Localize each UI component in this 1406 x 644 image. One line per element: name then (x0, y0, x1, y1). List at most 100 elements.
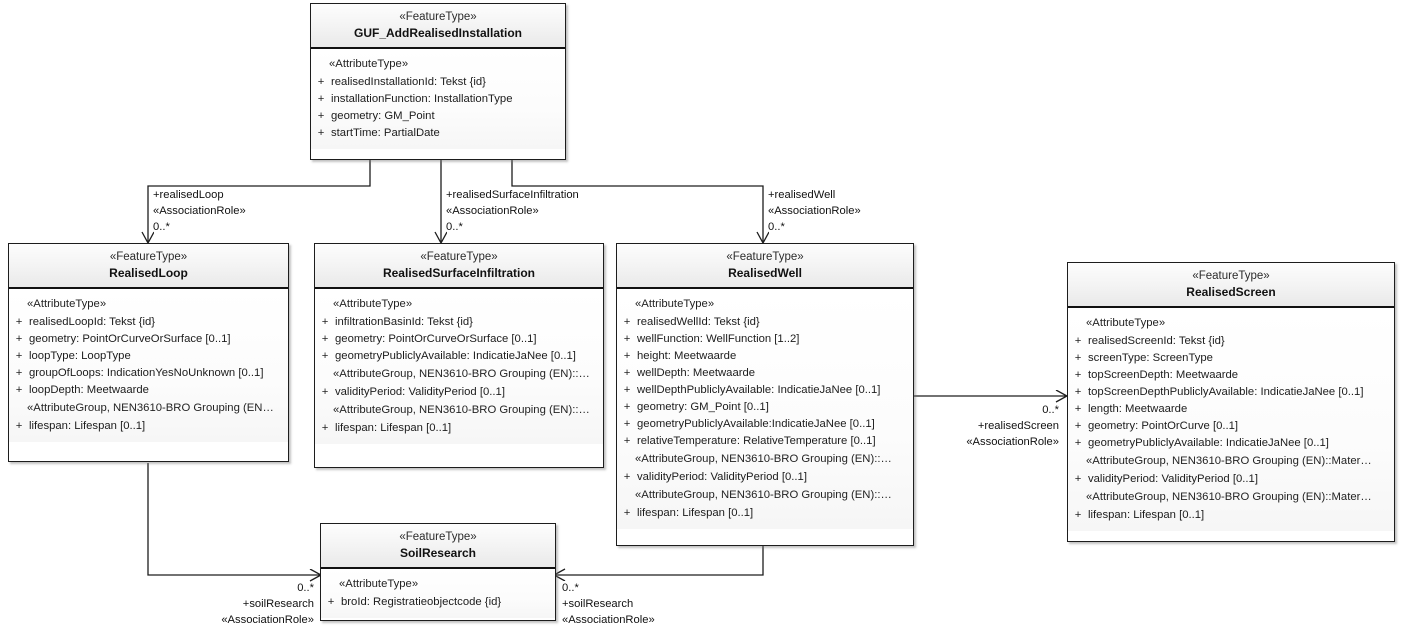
visibility-marker: + (623, 367, 631, 379)
attribute-row: + topScreenDepth: Meetwaarde (1068, 367, 1394, 384)
class-realisedwell[interactable]: «FeatureType» RealisedWell «AttributeTyp… (616, 243, 914, 546)
assoc-stereotype: «AssociationRole» (966, 436, 1059, 448)
connector-soil-research-loop (147, 463, 320, 575)
attribute-text: geometryPubliclyAvailable:IndicatieJaNee… (637, 418, 875, 430)
visibility-marker: + (623, 471, 631, 483)
visibility-marker: + (1074, 437, 1082, 449)
attribute-row: + realisedInstallationId: Tekst {id} (311, 74, 565, 91)
visibility-marker: + (15, 384, 23, 396)
attribute-text: screenType: ScreenType (1088, 352, 1213, 364)
class-stereotype: «FeatureType» (109, 251, 188, 263)
visibility-marker: + (623, 507, 631, 519)
class-body: «AttributeType» + realisedWellId: Tekst … (617, 289, 913, 529)
attribute-row: + validityPeriod: ValidityPeriod [0..1] (1068, 471, 1394, 488)
class-realisedloop[interactable]: «FeatureType» RealisedLoop «AttributeTyp… (8, 243, 289, 462)
visibility-marker: + (15, 350, 23, 362)
class-header: «FeatureType» SoilResearch (321, 524, 555, 569)
attribute-group-label: «AttributeGroup, NEN3610-BRO Grouping (E… (635, 453, 892, 465)
class-header: «FeatureType» RealisedLoop (9, 244, 288, 289)
attribute-row: + realisedLoopId: Tekst {id} (9, 314, 288, 331)
attribute-row: + installationFunction: InstallationType (311, 91, 565, 108)
attribute-row: + loopType: LoopType (9, 348, 288, 365)
class-name: RealisedSurfaceInfiltration (382, 266, 536, 280)
attribute-text: validityPeriod: ValidityPeriod [0..1] (637, 471, 807, 483)
attribute-row: + wellDepth: Meetwaarde (617, 365, 913, 382)
attribute-group-label: «AttributeType» (27, 298, 107, 310)
attribute-row: + loopDepth: Meetwaarde (9, 382, 288, 399)
class-stereotype: «FeatureType» (1192, 270, 1270, 282)
assoc-multiplicity: 0..* (768, 221, 785, 233)
attribute-row: + wellDepthPubliclyAvailable: IndicatieJ… (617, 382, 913, 399)
attribute-text: geometry: PointOrCurve [0..1] (1088, 420, 1239, 432)
visibility-marker: + (317, 93, 325, 105)
attribute-row: + topScreenDepthPubliclyAvailable: Indic… (1068, 384, 1394, 401)
assoc-stereotype: «AssociationRole» (221, 614, 314, 626)
visibility-marker: + (321, 386, 329, 398)
attribute-text: lifespan: Lifespan [0..1] (29, 420, 146, 432)
class-body: «AttributeType» + infiltrationBasinId: T… (315, 289, 603, 444)
attribute-text: realisedInstallationId: Tekst {id} (331, 76, 486, 88)
assoc-label-realised-screen: 0..* +realisedScreen «AssociationRole» (916, 402, 1059, 450)
attribute-text: installationFunction: InstallationType (331, 93, 513, 105)
assoc-role: +realisedLoop (153, 189, 224, 201)
visibility-marker: + (327, 596, 335, 608)
assoc-role: +realisedSurfaceInfiltration (446, 189, 579, 201)
class-realisedscreen[interactable]: «FeatureType» RealisedScreen «AttributeT… (1067, 262, 1395, 542)
attribute-group-label: «AttributeType» (333, 298, 413, 310)
attribute-row: + screenType: ScreenType (1068, 350, 1394, 367)
attribute-group-label: «AttributeGroup, NEN3610-BRO Grouping (E… (27, 402, 274, 414)
visibility-marker: + (317, 110, 325, 122)
attribute-row: + geometry: PointOrCurve [0..1] (1068, 418, 1394, 435)
attribute-row: + geometry: PointOrCurveOrSurface [0..1] (315, 331, 603, 348)
attribute-row: + relativeTemperature: RelativeTemperatu… (617, 433, 913, 450)
attribute-text: topScreenDepth: Meetwaarde (1088, 369, 1239, 381)
attribute-text: geometry: PointOrCurveOrSurface [0..1] (29, 333, 231, 345)
attribute-text: geometryPubliclyAvailable: IndicatieJaNe… (335, 350, 576, 362)
attribute-text: geometryPubliclyAvailable: IndicatieJaNe… (1088, 437, 1329, 449)
visibility-marker: + (1074, 335, 1082, 347)
class-stereotype: «FeatureType» (726, 251, 804, 263)
assoc-stereotype: «AssociationRole» (768, 205, 861, 217)
attribute-text: lifespan: Lifespan [0..1] (335, 422, 452, 434)
visibility-marker: + (1074, 420, 1082, 432)
class-realisedsurfaceinfiltration[interactable]: «FeatureType» RealisedSurfaceInfiltratio… (314, 243, 604, 468)
attribute-text: relativeTemperature: RelativeTemperature… (637, 435, 876, 447)
attribute-text: validityPeriod: ValidityPeriod [0..1] (1088, 473, 1258, 485)
class-body: «AttributeType» + realisedInstallationId… (311, 49, 565, 149)
connector-soil-research-well (555, 546, 764, 575)
attribute-text: geometry: GM_Point (331, 110, 435, 122)
attribute-row: + infiltrationBasinId: Tekst {id} (315, 314, 603, 331)
attribute-group-label: «AttributeGroup, NEN3610-BRO Grouping (E… (333, 404, 590, 416)
assoc-multiplicity: 0..* (297, 582, 314, 594)
attribute-text: realisedScreenId: Tekst {id} (1088, 335, 1225, 347)
class-body: «AttributeType» + realisedScreenId: Teks… (1068, 308, 1394, 531)
visibility-marker: + (321, 333, 329, 345)
class-guf-addrealisedinstallation[interactable]: «FeatureType» GUF_AddRealisedInstallatio… (310, 3, 566, 160)
attribute-row: + validityPeriod: ValidityPeriod [0..1] (315, 384, 603, 401)
attribute-row: + geometryPubliclyAvailable:IndicatieJaN… (617, 416, 913, 433)
attribute-text: broId: Registratieobjectcode {id} (341, 596, 502, 608)
attribute-text: height: Meetwaarde (637, 350, 737, 362)
attribute-text: loopDepth: Meetwaarde (29, 384, 149, 396)
attribute-row: + broId: Registratieobjectcode {id} (321, 594, 555, 611)
attribute-text: infiltrationBasinId: Tekst {id} (335, 316, 473, 328)
visibility-marker: + (1074, 403, 1082, 415)
attribute-text: length: Meetwaarde (1088, 403, 1188, 415)
class-stereotype: «FeatureType» (420, 251, 498, 263)
visibility-marker: + (321, 350, 329, 362)
class-name: RealisedLoop (109, 266, 188, 280)
class-soilresearch[interactable]: «FeatureType» SoilResearch «AttributeTyp… (320, 523, 556, 621)
assoc-label-soil-research-loop: 0..* +soilResearch «AssociationRole» (180, 580, 314, 628)
class-name: RealisedWell (728, 266, 802, 280)
visibility-marker: + (623, 384, 631, 396)
attribute-row: + lifespan: Lifespan [0..1] (9, 418, 288, 435)
class-header: «FeatureType» GUF_AddRealisedInstallatio… (311, 4, 565, 49)
attribute-row: + height: Meetwaarde (617, 348, 913, 365)
visibility-marker: + (15, 420, 23, 432)
visibility-marker: + (623, 316, 631, 328)
assoc-label-soil-research-well: 0..* +soilResearch «AssociationRole» (562, 580, 655, 628)
assoc-multiplicity: 0..* (153, 221, 170, 233)
attribute-group-label: «AttributeType» (339, 578, 419, 590)
attribute-text: groupOfLoops: IndicationYesNoUnknown [0.… (29, 367, 264, 379)
